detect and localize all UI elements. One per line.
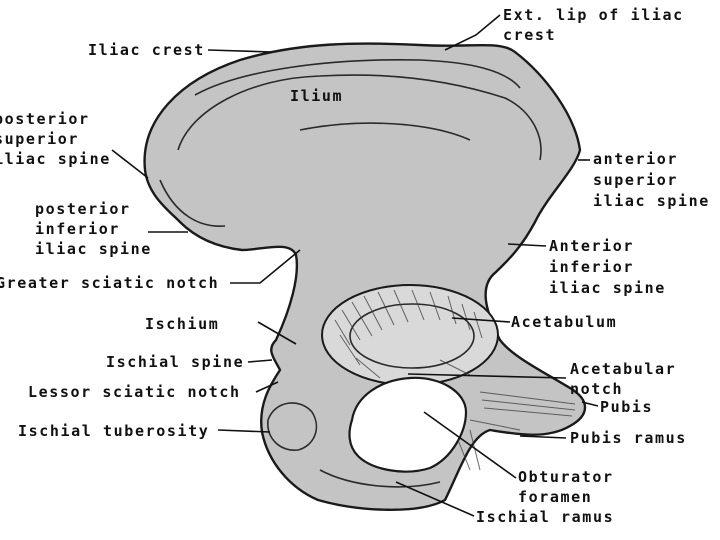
label-piis-line2: inferior [35,220,120,238]
label-aiis-line1: Anterior [549,237,634,255]
leader-pubis [581,401,599,407]
label-acetabulum: Acetabulum [511,313,617,331]
label-ext-lip-line1: Ext. lip of iliac [503,6,684,24]
label-pubis: Pubis [600,398,653,416]
leader-pubis-ramus [519,435,567,439]
label-asis-line1: anterior [593,150,678,168]
label-ilium: Ilium [290,87,343,105]
label-iliac-crest: Iliac crest [88,41,205,59]
leader-obturator [423,411,517,479]
label-ischium: Ischium [145,315,219,333]
label-piis-line1: posterior [35,200,131,218]
leader-aiis [507,243,547,247]
leader-ischial-ramus [395,481,475,517]
label-psis-line3: iliac spine [0,150,111,168]
label-asis-line3: iliac spine [593,192,710,210]
leader-ischium [257,321,297,345]
acetabulum-lunate [349,303,475,369]
leader-ischial-spine [247,359,273,363]
label-psis-line1: posterior [0,110,90,128]
label-ischial-tuberosity: Ischial tuberosity [18,422,209,440]
leader-psis [111,149,149,179]
label-ischial-ramus: Ischial ramus [476,508,614,526]
leader-ext-lip [444,14,501,51]
iliac-fossa-contour [177,74,542,161]
leader-greater-sciatic [230,249,301,284]
acetabulum-rim [321,284,499,386]
labels: Ext. lip of iliac crest Iliac crest Iliu… [0,6,710,526]
leader-lines [111,14,599,517]
label-greater-sciatic-notch: Greater sciatic notch [0,274,219,292]
leader-ischial-tuberosity [217,429,271,433]
label-piis-line3: iliac spine [35,240,152,258]
label-asis-line2: superior [593,171,678,189]
hip-bone-illustration [143,42,587,511]
pubis-hatching [457,391,576,471]
label-aiis-line2: inferior [549,258,634,276]
label-obturator-line2: foramen [518,488,592,506]
leader-acetabular-notch [407,373,567,379]
leader-lesser-sciatic [255,381,279,393]
obturator-foramen-shape [348,376,468,473]
label-aiis-line3: iliac spine [549,279,666,297]
leader-acetabulum [451,317,511,323]
ilium-shading-line [299,122,471,141]
label-ext-lip-line2: crest [503,26,556,44]
ischial-ramus-contour [319,469,441,488]
label-lesser-sciatic-notch: Lessor sciatic notch [28,383,241,401]
label-psis-line2: superior [0,130,79,148]
ischial-tuberosity-contour [267,402,318,451]
label-acetabular-notch-line2: notch [570,380,623,398]
acetabulum-hatching [334,289,483,379]
label-obturator-line1: Obturator [518,468,614,486]
label-acetabular-notch-line1: Acetabular [570,360,676,378]
crest-inner-line [194,58,521,96]
leader-iliac-crest [207,49,273,53]
gluteal-line [159,179,226,227]
label-ischial-spine: Ischial spine [106,353,244,371]
label-pubis-ramus: Pubis ramus [570,429,687,447]
hip-bone-outline [143,42,587,511]
